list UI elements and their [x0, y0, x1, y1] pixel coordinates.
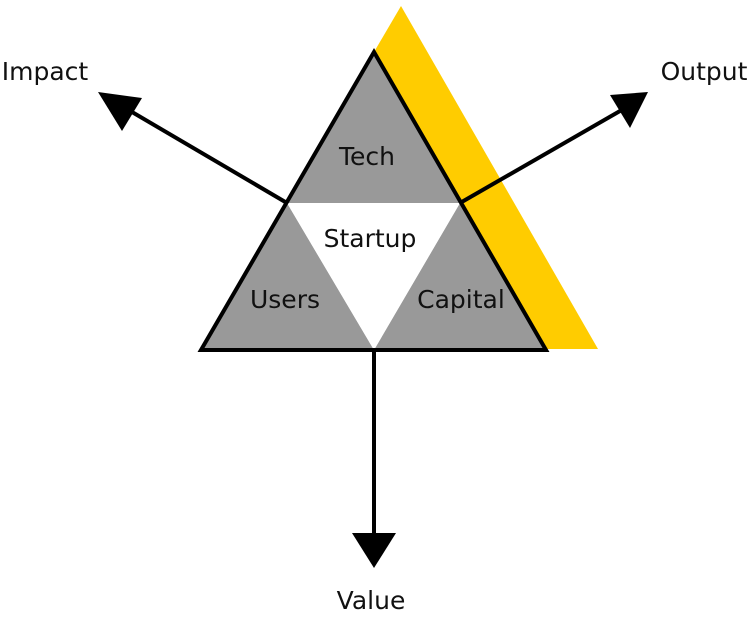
segment-bottom-left [201, 203, 374, 350]
segment-label-capital: Capital [417, 285, 505, 314]
segment-center [287, 203, 460, 350]
yellow-shadow [374, 6, 598, 349]
value-arrowhead [352, 533, 396, 568]
segment-bottom-right [374, 203, 546, 350]
output-label-impact: Impact [2, 57, 89, 86]
segment-label-users: Users [250, 285, 320, 314]
segment-top [287, 52, 460, 203]
segment-label-startup: Startup [324, 224, 417, 253]
impact-arrow-line [130, 110, 289, 205]
output-label-output: Output [661, 57, 748, 86]
output-arrow-line [459, 109, 621, 205]
output-arrowhead [610, 92, 648, 128]
segment-label-tech: Tech [338, 142, 395, 171]
impact-arrowhead [98, 92, 142, 131]
output-label-value: Value [337, 586, 406, 615]
